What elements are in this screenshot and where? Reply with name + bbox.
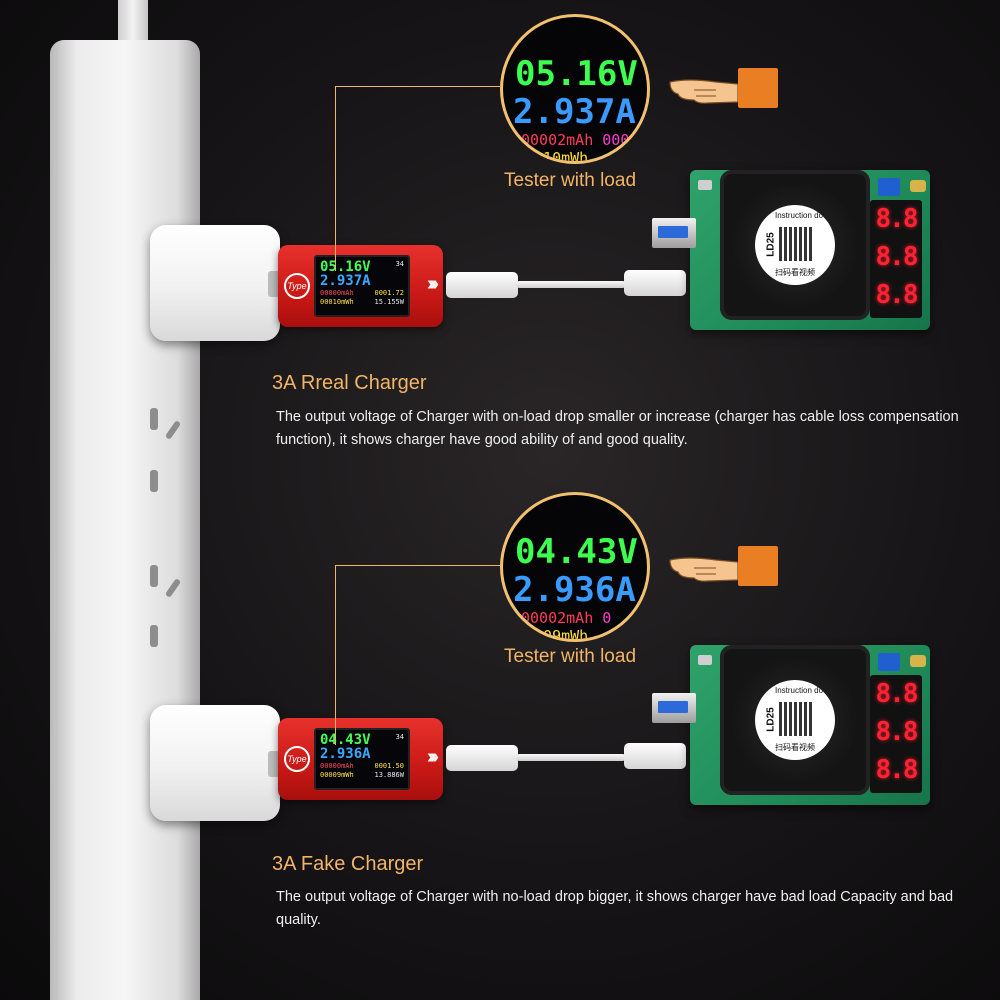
qr-code-icon xyxy=(779,227,813,261)
leader-line xyxy=(335,565,336,745)
led-digit-row: 8.8 xyxy=(875,755,919,785)
zoom-callout-top: 05.16V 2.937A 00002mAh 000 0010mWh xyxy=(500,14,650,164)
tester-resistance: 0001.72 xyxy=(374,289,404,297)
usb-tester-top: Type 05.16V 34 2.937A 00000mAh 0001.72 0… xyxy=(278,245,443,327)
tester-voltage: 04.43V xyxy=(320,732,371,748)
section-description: The output voltage of Charger with no-lo… xyxy=(276,889,954,928)
leader-line xyxy=(335,86,336,271)
usb-a-plug xyxy=(652,693,696,723)
tester-current: 2.936A xyxy=(320,746,371,762)
arrow-icon: ››› xyxy=(427,273,439,295)
led-display: 8.8 8.8 8.8 xyxy=(870,675,922,793)
fan-sticker: Instruction download LD25 扫码看视频 xyxy=(755,680,835,760)
tester-power: 15.155W xyxy=(374,298,404,306)
usb-cable xyxy=(516,281,626,288)
cable-plug xyxy=(624,270,686,296)
tester-resistance: 0001.50 xyxy=(374,762,404,770)
tester-energy: 00010mWh xyxy=(320,298,354,306)
hub-text-cn: 扫码看视频 xyxy=(775,743,815,752)
hub-text: Instruction download xyxy=(775,686,835,695)
fan-sticker: Instruction download LD25 扫码看视频 xyxy=(755,205,835,285)
section-description: The output voltage of Charger with on-lo… xyxy=(276,409,959,448)
qr-code-icon xyxy=(779,702,813,736)
cable-plug xyxy=(446,272,518,298)
outlet-slot xyxy=(150,625,158,647)
charger-top xyxy=(150,225,280,341)
charger-bottom xyxy=(150,705,280,821)
outlet-slot xyxy=(150,565,158,587)
tester-temp: 34 xyxy=(395,733,404,741)
cooling-fan-icon: Instruction download LD25 扫码看视频 xyxy=(720,645,870,795)
potentiometer xyxy=(878,178,900,196)
load-model: LD25 xyxy=(765,232,777,257)
tester-screen: 05.16V 34 2.937A 00000mAh 0001.72 00010m… xyxy=(314,255,410,317)
pointing-hand-icon xyxy=(668,64,778,114)
zoom-label: Tester with load xyxy=(504,170,637,191)
tester-voltage: 05.16V xyxy=(320,259,371,275)
section-heading: 3A Rreal Charger xyxy=(272,372,427,394)
power-strip xyxy=(50,40,200,1000)
zoom-capacity: 00002mAh 0 xyxy=(521,609,612,627)
led-digit-row: 8.8 xyxy=(875,679,919,709)
leader-line xyxy=(335,86,500,87)
zoom-energy: 0010mWh xyxy=(525,149,589,164)
cable-plug xyxy=(624,743,686,769)
load-model: LD25 xyxy=(765,707,777,732)
zoom-label: Tester with load xyxy=(504,646,637,667)
usb-tester-bottom: Type 04.43V 34 2.936A 00000mAh 0001.50 0… xyxy=(278,718,443,800)
potentiometer-knob xyxy=(910,180,926,192)
tester-energy: 00009mWh xyxy=(320,771,354,779)
outlet-slot xyxy=(150,408,158,430)
tester-capacity: 00000mAh xyxy=(320,762,354,770)
hub-text: Instruction download xyxy=(775,211,835,220)
zoom-current: 2.937A xyxy=(513,92,636,132)
tester-capacity: 00000mAh xyxy=(320,289,354,297)
strip-cord xyxy=(118,0,148,45)
type-c-logo-icon: Type xyxy=(284,746,310,772)
led-digit-row: 8.8 xyxy=(875,242,919,272)
electronic-load-bottom: Instruction download LD25 扫码看视频 8.8 8.8 … xyxy=(652,645,930,805)
led-display: 8.8 8.8 8.8 xyxy=(870,200,922,318)
led-digit-row: 8.8 xyxy=(875,204,919,234)
zoom-voltage: 05.16V xyxy=(515,54,638,94)
type-c-logo-icon: Type xyxy=(284,273,310,299)
tester-current: 2.937A xyxy=(320,273,371,289)
arrow-icon: ››› xyxy=(427,746,439,768)
micro-usb-port xyxy=(698,655,712,665)
zoom-energy: 0009mWh xyxy=(525,627,589,642)
usb-cable xyxy=(516,754,626,761)
tester-power: 13.886W xyxy=(374,771,404,779)
micro-usb-port xyxy=(698,180,712,190)
led-digit-row: 8.8 xyxy=(875,717,919,747)
cuff-block xyxy=(738,546,778,586)
pointing-hand-icon xyxy=(668,542,778,592)
hub-text-cn: 扫码看视频 xyxy=(775,268,815,277)
potentiometer-knob xyxy=(910,655,926,667)
zoom-callout-bottom: 04.43V 2.936A 00002mAh 0 0009mWh xyxy=(500,492,650,642)
zoom-voltage: 04.43V xyxy=(515,532,638,572)
led-digit-row: 8.8 xyxy=(875,280,919,310)
electronic-load-top: Instruction download LD25 扫码看视频 8.8 8.8 … xyxy=(652,170,930,330)
tester-temp: 34 xyxy=(395,260,404,268)
cuff-block xyxy=(738,68,778,108)
cooling-fan-icon: Instruction download LD25 扫码看视频 xyxy=(720,170,870,320)
charger-port xyxy=(268,751,280,777)
potentiometer xyxy=(878,653,900,671)
leader-line xyxy=(335,565,500,566)
zoom-capacity: 00002mAh 000 xyxy=(521,131,630,149)
zoom-current: 2.936A xyxy=(513,570,636,610)
section-heading: 3A Fake Charger xyxy=(272,853,424,875)
cable-plug xyxy=(446,745,518,771)
usb-a-plug xyxy=(652,218,696,248)
tester-screen: 04.43V 34 2.936A 00000mAh 0001.50 00009m… xyxy=(314,728,410,790)
charger-port xyxy=(268,271,280,297)
outlet-slot xyxy=(150,470,158,492)
